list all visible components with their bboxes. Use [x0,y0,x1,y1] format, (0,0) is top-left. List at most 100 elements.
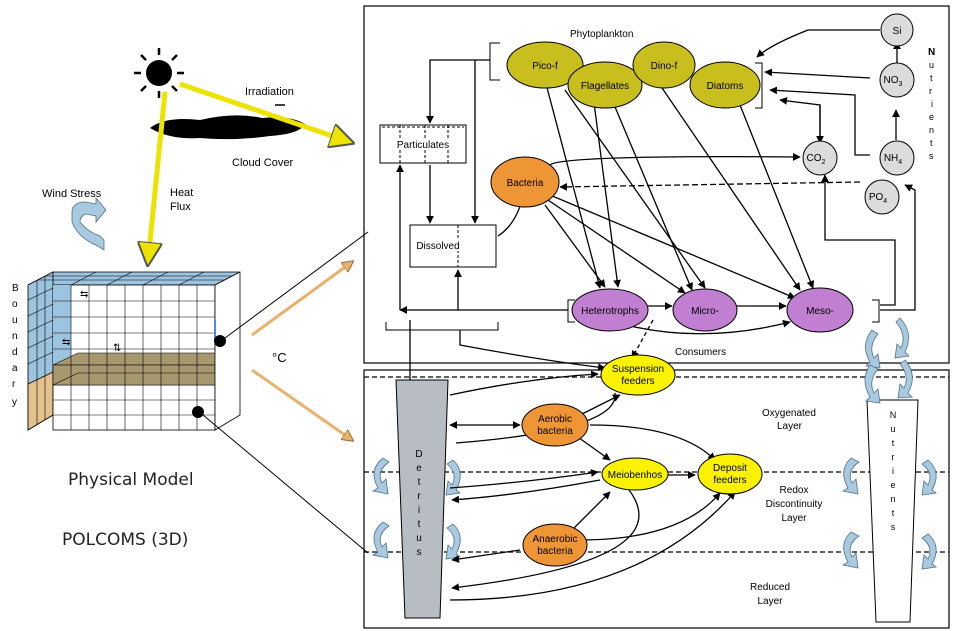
detritus-column [395,379,449,619]
heat-flux-ray [148,91,168,262]
celsius-label: °C [272,350,287,365]
svg-text:Layer: Layer [777,421,803,432]
reduced-layer-label: Reduced Layer [750,582,790,607]
svg-text:u: u [929,60,934,70]
benthic-flux-arrows [449,370,736,601]
svg-text:n: n [929,125,934,135]
node-po4: PO4 [864,179,900,215]
svg-text:r: r [892,452,895,462]
svg-text:Dino-f: Dino-f [651,61,678,72]
svg-text:i: i [418,505,420,516]
svg-text:t: t [930,73,933,83]
detritus-label: D e t r i t u s [415,449,422,558]
svg-text:bacteria: bacteria [537,426,573,437]
polcoms-label: POLCOMS (3D) [62,530,188,550]
svg-text:i: i [931,99,933,109]
svg-text:t: t [418,519,421,530]
svg-text:Flagellates: Flagellates [581,81,629,92]
svg-text:t: t [418,477,421,488]
svg-text:Oxygenated: Oxygenated [762,408,816,419]
svg-text:Anaerobic: Anaerobic [532,534,577,545]
node-bacteria: Bacteria [490,156,560,208]
zoom-line-lower [202,414,369,554]
consumers-bracket-left [567,299,575,323]
svg-text:r: r [12,379,16,390]
sun-icon [134,48,184,98]
svg-text:feeders: feeders [621,376,654,387]
svg-text:Meiobenhos: Meiobenhos [608,470,662,481]
svg-text:Bacteria: Bacteria [507,178,544,189]
svg-text:NH4: NH4 [884,153,902,166]
svg-text:a: a [12,363,18,374]
irradiation-ray [179,81,350,142]
cloud-cover-label: Cloud Cover [232,157,293,169]
svg-text:u: u [12,315,18,326]
particulates-box: Particulates [379,124,467,164]
svg-text:Dissolved: Dissolved [416,241,459,252]
exchange-arrow-icons [371,317,938,570]
node-nh4: NH4 [879,140,915,176]
node-anaerobic-bacteria: Anaerobic bacteria [522,523,588,567]
svg-text:Suspension: Suspension [612,364,664,375]
oxygenated-layer-label: Oxygenated Layer [762,408,816,432]
wind-stress-label: Wind Stress [42,188,102,200]
node-aerobic-bacteria: Aerobic bacteria [521,403,589,447]
svg-text:t: t [892,438,895,448]
svg-text:bacteria: bacteria [537,546,573,557]
svg-text:PO4: PO4 [869,192,887,205]
svg-text:e: e [416,463,422,474]
svg-text:s: s [929,151,934,161]
svg-text:Heterotrophs: Heterotrophs [581,306,639,317]
dissolved-box: Dissolved [409,224,497,268]
svg-text:N: N [890,410,897,420]
node-meso: Meso- [786,287,854,333]
model-grid-block: ⇆ ⇆ ⇅ [27,271,241,431]
svg-text:s: s [417,547,422,558]
node-flagellates: Flagellates [567,61,643,109]
svg-text:Diatoms: Diatoms [707,81,744,92]
svg-text:Aerobic: Aerobic [538,414,572,425]
svg-text:⇅: ⇅ [113,343,121,354]
phytoplankton-bracket-right [755,62,763,109]
irradiation-label: Irradiation [245,86,294,98]
heat-flux-label-2: Flux [170,201,191,213]
consumers-bracket-right [872,299,880,323]
phytoplankton-title: Phytoplankton [570,29,633,40]
svg-text:Si: Si [893,26,902,37]
svg-text:Layer: Layer [781,513,807,524]
svg-text:e: e [890,480,895,490]
zoom-line-upper [224,231,369,339]
svg-text:t: t [892,508,895,518]
svg-text:Redox: Redox [780,485,809,496]
svg-text:⇆: ⇆ [62,337,70,348]
svg-text:Reduced: Reduced [750,582,790,593]
svg-text:y: y [12,397,17,408]
svg-text:e: e [929,112,934,122]
svg-text:r: r [417,491,421,502]
node-meiobenhos: Meiobenhos [601,457,669,491]
node-pico-f: Pico-f [506,41,584,89]
svg-text:N: N [928,47,935,58]
svg-text:o: o [12,299,18,310]
node-heterotrophs: Heterotrophs [571,288,649,332]
node-co2: CO2 [802,140,838,176]
pelagic-nutrients-label: N u t r i e n t s [928,47,935,161]
node-si: Si [880,13,914,47]
heat-flux-label: Heat [170,187,193,199]
node-suspension-feeders: Suspension feeders [600,354,676,396]
svg-text:feeders: feeders [713,475,746,486]
coupling-arrow-up [251,262,352,337]
benthic-panel [363,369,950,629]
redox-layer-label: Redox Discontinuity Layer [766,485,823,524]
wind-stress-icon [71,196,107,251]
bottom-bracket [385,322,499,331]
svg-text:r: r [929,86,932,96]
svg-text:i: i [892,466,894,476]
svg-text:Discontinuity: Discontinuity [766,499,823,510]
node-dino-f: Dino-f [632,41,696,89]
boundary-label: B o u n d a r y [12,283,19,408]
svg-text:Layer: Layer [757,596,783,607]
svg-text:⇆: ⇆ [80,289,88,300]
